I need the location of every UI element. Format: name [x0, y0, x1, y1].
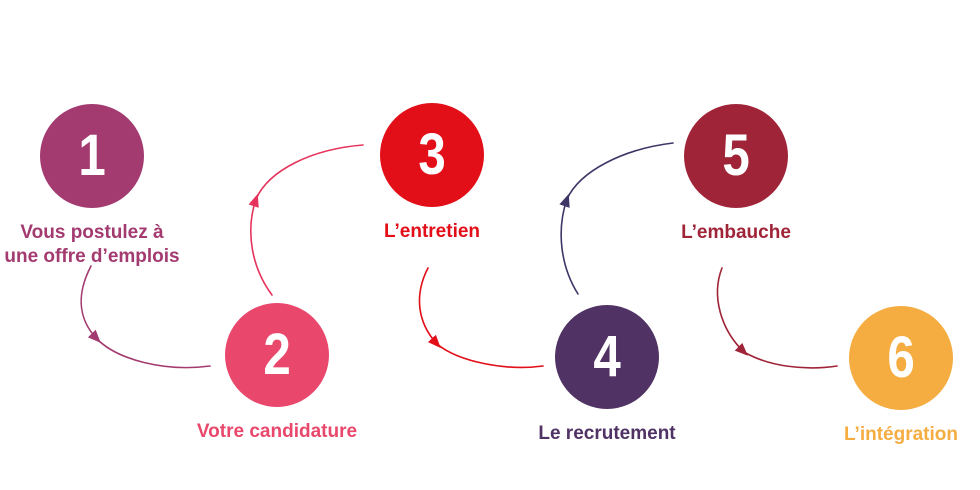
step-4-number: 4: [593, 324, 621, 389]
step-2-number: 2: [263, 322, 291, 387]
step-5-circle: 5: [684, 104, 788, 208]
step-6-label: L’intégration: [844, 424, 958, 445]
step-5-label: L’embauche: [681, 222, 791, 243]
step-3-number: 3: [418, 122, 446, 187]
step-1-number: 1: [78, 123, 106, 188]
step-1-circle: 1: [40, 104, 144, 208]
step-5: 5 L’embauche: [626, 104, 846, 245]
step-4-circle: 4: [555, 305, 659, 409]
step-1: 1 Vous postulez à une offre d’emplois: [0, 104, 202, 269]
step-1-label: Vous postulez à une offre d’emplois: [4, 222, 180, 267]
step-4-label: Le recrutement: [538, 423, 676, 444]
step-6-number: 6: [887, 325, 915, 390]
step-3-label: L’entretien: [383, 221, 481, 242]
step-6: 6 L’intégration: [791, 306, 980, 447]
step-4: 4 Le recrutement: [497, 305, 717, 446]
step-2: 2 Votre candidature: [167, 303, 387, 444]
step-3-circle: 3: [380, 103, 484, 207]
step-2-label: Votre candidature: [196, 421, 358, 442]
step-5-number: 5: [722, 123, 750, 188]
step-6-circle: 6: [849, 306, 953, 410]
step-3: 3 L’entretien: [322, 103, 542, 244]
step-2-circle: 2: [225, 303, 329, 407]
